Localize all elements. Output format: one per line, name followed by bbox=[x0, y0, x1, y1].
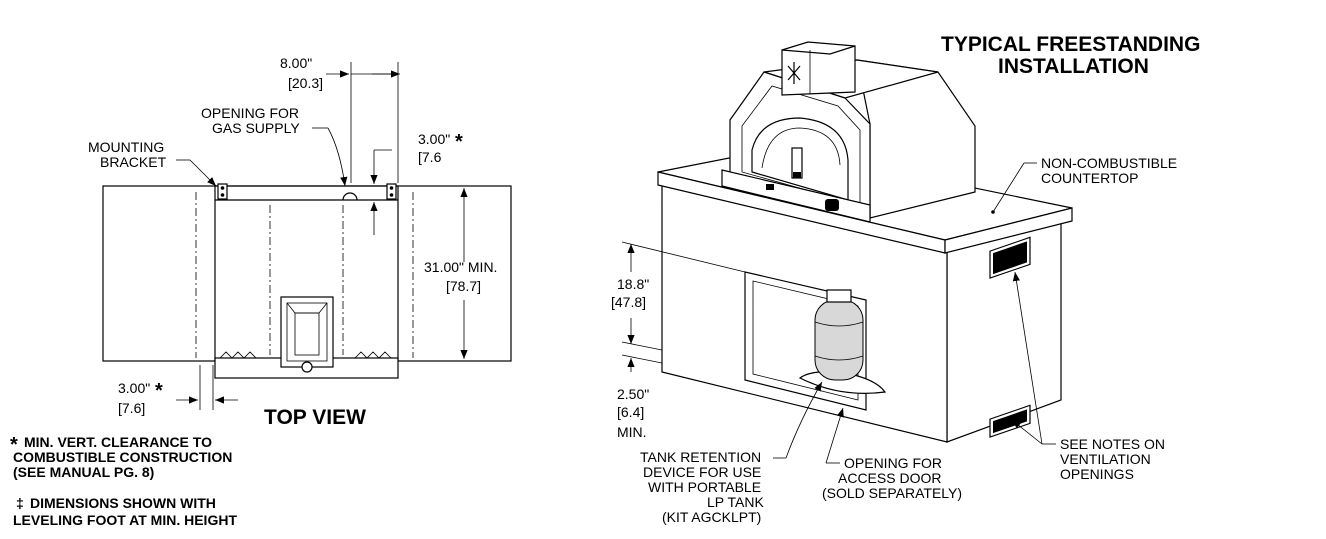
label-access-line3: (SOLD SEPARATELY) bbox=[822, 485, 962, 501]
dim-clear-front-mark: * bbox=[155, 380, 163, 402]
leader-vent-lower bbox=[1011, 419, 1043, 445]
installation-drawing-3d: TYPICAL FREESTANDING INSTALLATION NON-CO… bbox=[611, 33, 1200, 525]
dim-sill-in: 2.50" bbox=[617, 386, 649, 402]
label-tank-line5: (KIT AGCKLPT) bbox=[662, 509, 761, 525]
dim-sill-cm: [6.4] bbox=[617, 404, 644, 420]
label-countertop-line2: COUNTERTOP bbox=[1041, 170, 1139, 186]
dim-depth-cm: [78.7] bbox=[446, 278, 481, 294]
label-tank-line1: TANK RETENTION bbox=[640, 449, 761, 465]
note2-mark: ‡ bbox=[16, 495, 24, 511]
lp-tank bbox=[798, 289, 887, 394]
notes: * MIN. VERT. CLEARANCE TO COMBUSTIBLE CO… bbox=[10, 434, 237, 528]
label-vent-line3: OPENINGS bbox=[1060, 466, 1134, 482]
dim-clear-top-in: 3.00" bbox=[418, 131, 450, 147]
dim-width-in: 8.00" bbox=[280, 55, 312, 71]
label-gas-line2: GAS SUPPLY bbox=[212, 120, 300, 136]
note2-line2: LEVELING FOOT AT MIN. HEIGHT bbox=[13, 512, 237, 528]
leader-access bbox=[825, 407, 844, 464]
label-tank-line3: WITH PORTABLE bbox=[648, 479, 761, 495]
note1-line2: COMBUSTIBLE CONSTRUCTION bbox=[13, 449, 232, 465]
mounting-bracket-right bbox=[386, 183, 397, 200]
label-vent-line1: SEE NOTES ON bbox=[1060, 436, 1165, 452]
install-title-line1: TYPICAL FREESTANDING bbox=[941, 33, 1200, 56]
dim-depth-in: 31.00" MIN. bbox=[424, 259, 497, 275]
label-tank-line4: LP TANK bbox=[707, 494, 764, 510]
leader-tank bbox=[785, 381, 823, 459]
leader-vent-upper bbox=[1012, 271, 1043, 445]
mounting-bracket-left bbox=[217, 183, 228, 200]
leader-countertop bbox=[992, 162, 1025, 213]
dim-sill-min: MIN. bbox=[617, 424, 647, 440]
label-access-line2: ACCESS DOOR bbox=[838, 470, 941, 486]
label-bracket-line2: BRACKET bbox=[100, 154, 167, 170]
dim-height-in: 18.8" bbox=[617, 276, 649, 292]
label-bracket-line1: MOUNTING bbox=[88, 139, 164, 155]
pizza-oven bbox=[721, 41, 976, 223]
dim-clear-front-cm: [7.6] bbox=[118, 400, 145, 416]
gas-supply-opening bbox=[342, 192, 358, 201]
brand-logo bbox=[787, 62, 801, 84]
top-view-drawing: 8.00" [20.3] OPENING FOR GAS SUPPLY MOUN… bbox=[88, 55, 512, 429]
dim-width-cm: [20.3] bbox=[288, 75, 323, 91]
leader-bracket bbox=[189, 159, 217, 187]
note2-line1: DIMENSIONS SHOWN WITH bbox=[30, 495, 216, 511]
install-title-line2: INSTALLATION bbox=[998, 55, 1149, 78]
label-countertop-line1: NON-COMBUSTIBLE bbox=[1041, 155, 1177, 171]
label-vent-line2: VENTILATION bbox=[1060, 451, 1151, 467]
label-access-line1: OPENING FOR bbox=[844, 455, 942, 471]
top-view-title: TOP VIEW bbox=[264, 406, 366, 429]
note1-line3: (SEE MANUAL PG. 8) bbox=[13, 464, 154, 480]
label-gas-line1: OPENING FOR bbox=[201, 105, 299, 121]
dim-clear-front-in: 3.00" bbox=[118, 380, 150, 396]
dim-clear-top-cm: [7.6 bbox=[418, 149, 442, 165]
label-tank-line2: DEVICE FOR USE bbox=[643, 464, 761, 480]
note1-mark: * bbox=[10, 434, 18, 456]
control-box bbox=[280, 296, 334, 368]
dim-clear-top-mark: * bbox=[455, 131, 463, 153]
note1-line1: MIN. VERT. CLEARANCE TO bbox=[24, 434, 212, 450]
dim-height-cm: [47.8] bbox=[611, 294, 646, 310]
